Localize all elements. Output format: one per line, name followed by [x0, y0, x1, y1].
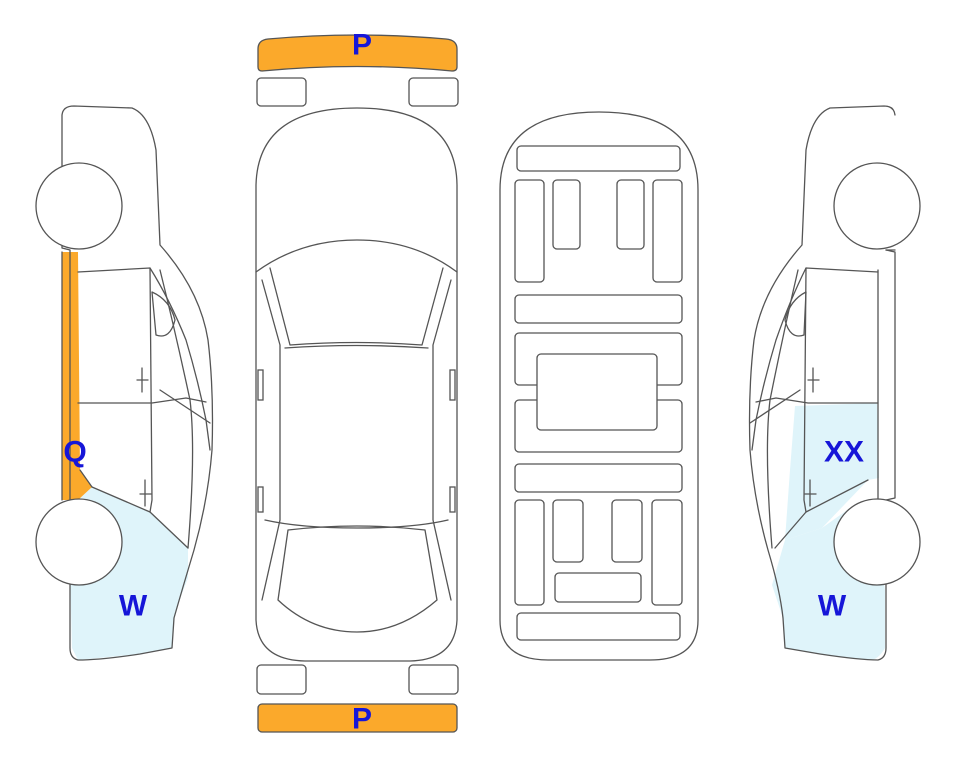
front-bumper-highlight[interactable]	[257, 34, 458, 72]
right-rear-door-label: XX	[824, 436, 864, 469]
left-side-view	[35, 105, 214, 661]
rear-bumper-label: P	[352, 703, 372, 736]
right-side-view	[748, 105, 921, 661]
right-rear-door-highlight[interactable]	[785, 403, 879, 540]
left-front-wheel	[35, 162, 123, 250]
left-rocker-label: Q	[63, 436, 86, 469]
front-bumper-label: P	[352, 29, 372, 62]
underbody-view	[499, 111, 699, 661]
left-rear-fender-label: W	[119, 590, 148, 623]
top-view	[255, 34, 459, 733]
right-rear-wheel	[833, 498, 921, 586]
right-rear-fender-label: W	[818, 590, 847, 623]
right-front-wheel	[833, 162, 921, 250]
left-rear-wheel	[35, 498, 123, 586]
rear-bumper-highlight[interactable]	[257, 703, 458, 733]
